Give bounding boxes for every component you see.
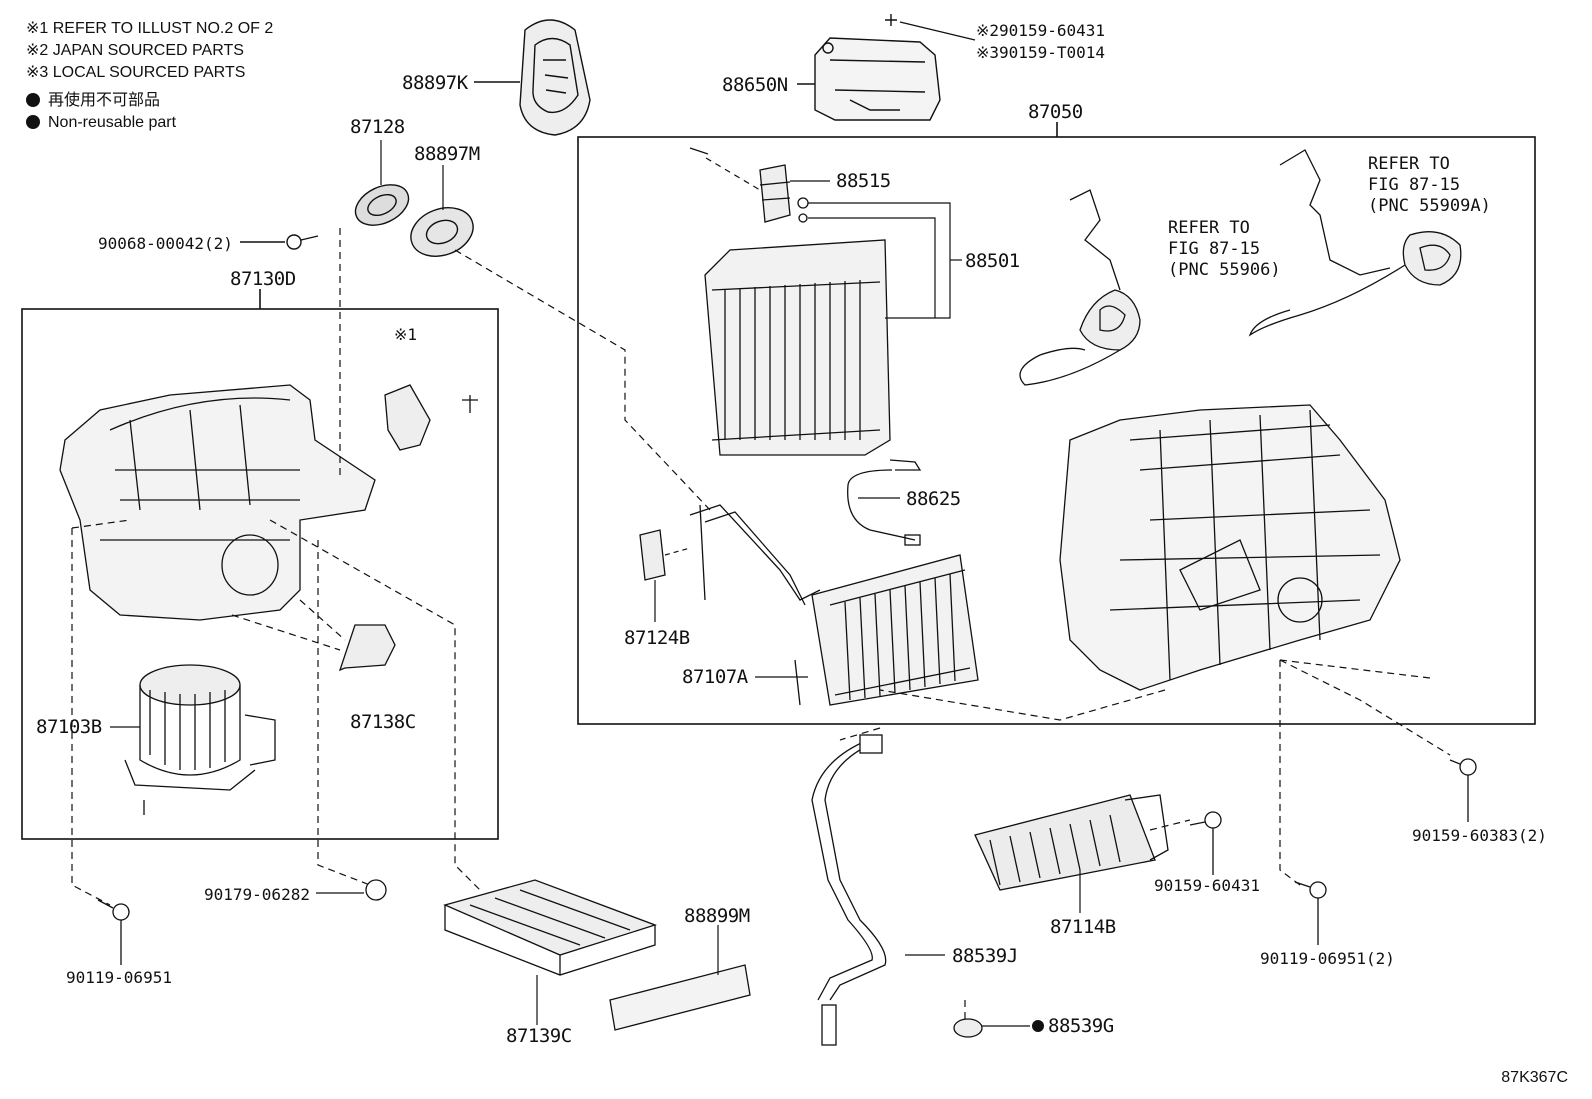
label-90159-60383: 90159-60383(2) (1412, 826, 1547, 845)
label-88897M: 88897M (414, 143, 480, 165)
part-88625-icon (847, 459, 922, 546)
part-87103B-icon (124, 664, 276, 815)
part-88501-evaporator-icon (704, 239, 891, 456)
label-90119-06951-left: 90119-06951 (66, 968, 172, 987)
part-88515-icon (759, 164, 809, 223)
label-87128: 87128 (350, 116, 405, 138)
label-87103B: 87103B (36, 716, 102, 738)
screw-90068-icon (240, 234, 319, 250)
part-87114B-icon (974, 794, 1169, 891)
label-88899M: 88899M (684, 905, 750, 927)
part-88650N-icon (814, 14, 941, 121)
legend-note-1: ※1 REFER TO ILLUST NO.2 OF 2 (26, 20, 274, 37)
legend-nonreusable-jp: 再使用不可部品 (26, 90, 273, 112)
label-90119-06951-right: 90119-06951(2) (1260, 949, 1395, 968)
label-87050: 87050 (1028, 101, 1083, 123)
note-refer-55906: REFER TO FIG 87-15 (PNC 55906) (1168, 218, 1281, 280)
label-88539J: 88539J (952, 945, 1018, 967)
legend-nonreusable-en: Non-reusable part (26, 112, 273, 134)
label-88625: 88625 (906, 488, 961, 510)
label-ref-1: ※1 (394, 325, 418, 344)
label-88501: 88501 (965, 250, 1020, 272)
legend-note-3: ※3 LOCAL SOURCED PARTS (26, 64, 246, 81)
bullet-icon (26, 115, 40, 129)
screw-icons (97, 758, 1477, 965)
legend: ※1 REFER TO ILLUST NO.2 OF 2 ※2 JAPAN SO… (26, 18, 273, 134)
label-87130D: 87130D (230, 268, 296, 290)
part-88897K-icon (519, 19, 591, 136)
label-90159-T0014: ※390159-T0014 (976, 43, 1105, 62)
part-88539J-drain-hose-icon (811, 734, 887, 1046)
part-88897M-icon (410, 207, 474, 257)
label-90159-60431-japan: ※290159-60431 (976, 21, 1105, 40)
part-87139C-filter-icon (443, 879, 657, 976)
part-88539G-icon (953, 1018, 983, 1038)
label-90179-06282: 90179-06282 (204, 885, 310, 904)
label-88650N: 88650N (722, 74, 788, 96)
part-87130D-case-icon (59, 384, 478, 672)
label-88897K: 88897K (402, 72, 468, 94)
part-87128-icon (354, 184, 410, 226)
label-87124B: 87124B (624, 627, 690, 649)
part-88899M-icon (609, 964, 751, 1031)
servo-motor-55909A-icon (1248, 149, 1462, 337)
part-87124B-icon (639, 529, 666, 581)
label-88515: 88515 (836, 170, 891, 192)
part-87050-housing-icon (1059, 404, 1401, 691)
label-90159-60431: 90159-60431 (1154, 876, 1260, 895)
label-87107A: 87107A (682, 666, 748, 688)
part-87107A-heater-core-icon (689, 504, 979, 706)
label-87138C: 87138C (350, 711, 416, 733)
label-90068-00042: 90068-00042(2) (98, 234, 233, 253)
label-88539G: 88539G (1048, 1015, 1114, 1037)
note-refer-55909A: REFER TO FIG 87-15 (PNC 55909A) (1368, 154, 1491, 216)
illustration-code: 87K367C (1501, 1069, 1568, 1086)
legend-note-2: ※2 JAPAN SOURCED PARTS (26, 42, 244, 59)
label-87114B: 87114B (1050, 916, 1116, 938)
label-87139C: 87139C (506, 1025, 572, 1047)
bullet-icon (26, 93, 40, 107)
servo-motor-55906-icon (1019, 189, 1141, 386)
